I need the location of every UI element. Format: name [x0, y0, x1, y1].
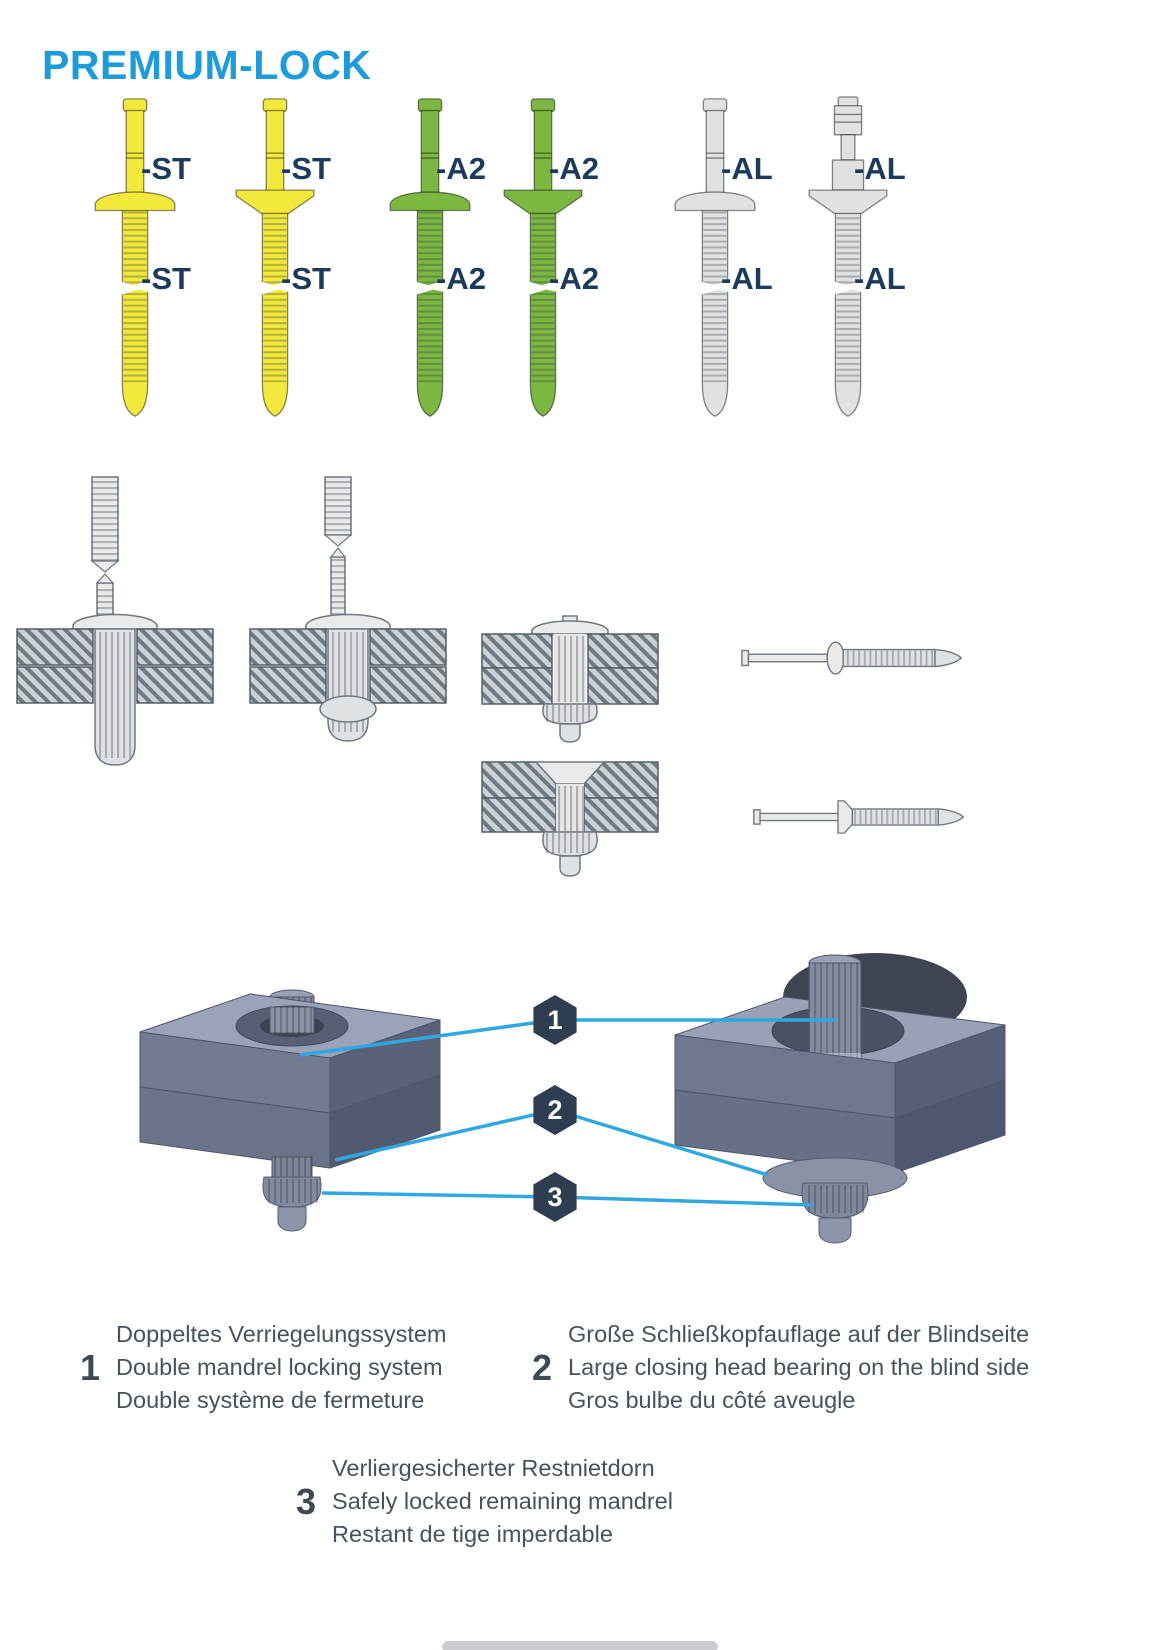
- rivet-illustration: [235, 98, 315, 417]
- legend-line-fr: Gros bulbe du côté aveugle: [568, 1387, 856, 1413]
- rivet-label: -ST: [141, 261, 191, 296]
- rivet-al-countersunk: -AL -AL: [788, 95, 908, 425]
- rivet-tip: [934, 648, 963, 668]
- installed-rivet-3d-left: [139, 989, 441, 1232]
- callout-leader-lines: [299, 1018, 835, 1207]
- legend-number: 2: [532, 1346, 553, 1388]
- rivet-body-forming: [319, 628, 377, 742]
- mandrel-head: [741, 649, 750, 667]
- rivet-label: -A2: [436, 151, 486, 186]
- mandrel-with-break: [90, 476, 120, 628]
- legend-item-1: 1 Doppeltes Verriegelungssystem Double m…: [80, 1318, 447, 1417]
- cutaway-3d-illustration: 1 2 3: [139, 953, 1006, 1244]
- page-bottom-bar: [442, 1641, 718, 1650]
- legend-line-de: Verliergesicherter Restnietdorn: [332, 1455, 655, 1481]
- legend-line-fr: Restant de tige imperdable: [332, 1521, 613, 1547]
- rivet-illustration: [808, 96, 888, 417]
- legend-number: 3: [296, 1480, 317, 1522]
- closing-head: [542, 634, 598, 743]
- rivet-label: -ST: [141, 151, 191, 186]
- legend-item-2: 2 Große Schließkopfauflage auf der Blind…: [532, 1318, 1029, 1417]
- install-stage-1-illustration: [16, 476, 214, 766]
- mandrel-head: [753, 809, 761, 825]
- rivet-illustration: [94, 98, 176, 417]
- rivet-a2-countersunk: -A2 -A2: [483, 95, 603, 425]
- callout-number: 1: [547, 1005, 562, 1035]
- legend-line-de: Doppeltes Verriegelungssystem: [116, 1321, 447, 1347]
- callout-number: 2: [547, 1095, 562, 1125]
- rivet-illustration: [389, 98, 471, 417]
- dome-head: [72, 613, 158, 630]
- rivet-al-dome: -AL -AL: [655, 95, 775, 425]
- callout-hexagon-2: 2: [533, 1085, 577, 1135]
- mandrel-stem: [747, 653, 832, 663]
- rivet-illustration: [503, 98, 583, 417]
- legend-line-en: Large closing head bearing on the blind …: [568, 1354, 1030, 1380]
- rivet-label: -AL: [854, 261, 906, 296]
- legend-number: 1: [80, 1346, 101, 1388]
- page-title: PREMIUM-LOCK: [42, 42, 372, 88]
- rivet-small-countersunk: [752, 794, 967, 840]
- rivet-label: -A2: [549, 261, 599, 296]
- install-stage-3: [480, 612, 660, 747]
- rivet-small-dome-illustration: [741, 641, 963, 675]
- rivet-small-dome: [740, 634, 965, 682]
- hatched-plates: [249, 628, 447, 704]
- install-stage-4: [480, 752, 660, 887]
- legend-line-fr: Double système de fermeture: [116, 1387, 425, 1413]
- callout-hexagon-1: 1: [533, 995, 577, 1045]
- legend-text: Doppeltes Verriegelungssystem Double man…: [116, 1318, 446, 1417]
- closing-head: [542, 784, 598, 877]
- rivet-st-countersunk: -ST -ST: [215, 95, 335, 425]
- countersunk-flange: [837, 800, 854, 834]
- installed-rivet-3d-right: [674, 953, 1006, 1244]
- rivet-small-countersunk-illustration: [753, 800, 965, 834]
- hatched-plates: [481, 633, 659, 705]
- rivet-label: -ST: [281, 151, 331, 186]
- install-stage-4-illustration: [481, 761, 659, 877]
- legend-line-en: Safely locked remaining mandrel: [332, 1488, 673, 1514]
- install-stage-2: [248, 475, 448, 775]
- rivet-label: -AL: [854, 151, 906, 186]
- install-stage-1: [15, 475, 215, 775]
- rivet-label: -A2: [549, 151, 599, 186]
- rivet-label: -AL: [721, 151, 773, 186]
- install-stage-2-illustration: [249, 476, 447, 742]
- rivet-a2-dome: -A2 -A2: [370, 95, 490, 425]
- hatched-plates: [16, 628, 214, 704]
- callout-number: 3: [547, 1182, 562, 1212]
- legend-text: Verliergesicherter Restnietdorn Safely l…: [332, 1452, 673, 1551]
- rivet-st-dome: -ST -ST: [75, 95, 195, 425]
- rivet-label: -A2: [436, 261, 486, 296]
- rivet-label: -ST: [281, 261, 331, 296]
- rivet-tip: [937, 808, 965, 826]
- legend-item-3: 3 Verliergesicherter Restnietdorn Safely…: [296, 1452, 673, 1551]
- legend-text: Große Schließkopfauflage auf der Blindse…: [568, 1318, 1029, 1417]
- callout-hexagon-3: 3: [533, 1172, 577, 1222]
- dome-head: [531, 620, 609, 635]
- dome-flange: [826, 641, 845, 675]
- rivet-label: -AL: [721, 261, 773, 296]
- hatched-plates: [481, 761, 659, 833]
- install-stage-3-illustration: [481, 615, 659, 743]
- legend-line-de: Große Schließkopfauflage auf der Blindse…: [568, 1321, 1030, 1347]
- rivet-illustration: [674, 98, 756, 417]
- mandrel-stem: [759, 812, 840, 822]
- mandrel-with-break: [323, 476, 353, 626]
- cutaway-3d-section: 1 2 3: [100, 935, 1060, 1265]
- dome-head: [305, 613, 391, 630]
- legend-line-en: Double mandrel locking system: [116, 1354, 443, 1380]
- rivet-body: [94, 628, 136, 766]
